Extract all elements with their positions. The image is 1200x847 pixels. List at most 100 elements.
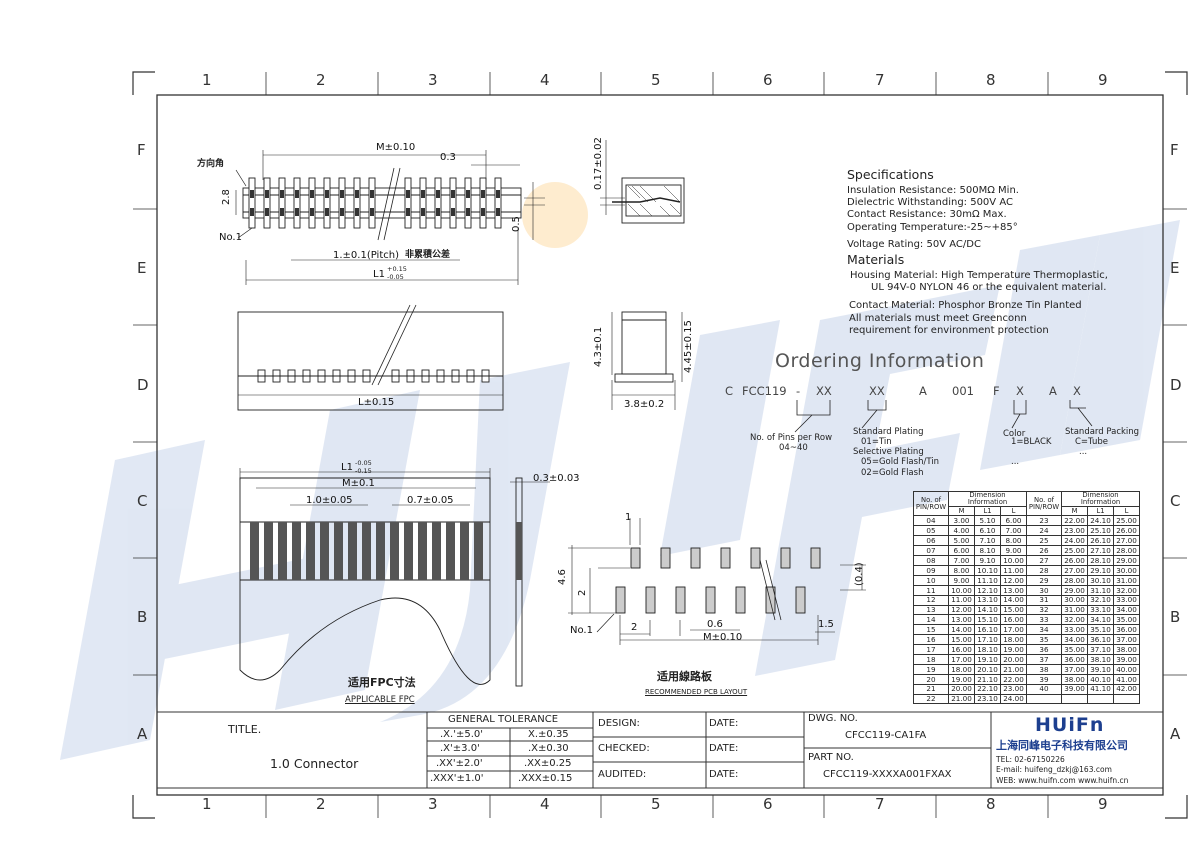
code-packing: X [1073,384,1081,398]
table-cell: 13.10 [974,594,1001,606]
table-cell: 27 [1026,555,1062,566]
zone-row-f: F [137,141,146,159]
table-cell: 39 [1026,673,1062,685]
dwg-no-label: DWG. NO. [808,713,858,724]
table-cell: 33.00 [1061,624,1088,636]
ordering-brackets [794,400,1093,433]
table-cell: 04 [913,515,949,527]
checked-label: CHECKED: [598,743,650,754]
zone-col-9-bottom: 9 [1098,795,1108,813]
order-packing-3: ... [1079,447,1088,457]
zone-col-2: 2 [316,71,326,89]
zone-row-e-right: E [1170,259,1180,277]
zone-row-d-right: D [1170,376,1182,394]
code-001: 001 [952,384,974,398]
table-cell: 9.00 [948,574,975,586]
table-cell: 26 [1026,545,1062,557]
table-cell: 37.00 [1113,634,1140,646]
pcb-dim-4-6: 4.6 [557,569,568,585]
zone-row-b: B [137,608,148,626]
materials-housing-2: UL 94V-0 NYLON 46 or the equivalent mate… [871,282,1107,293]
table-cell: 16 [913,634,949,646]
table-cell: 3.00 [948,515,975,527]
table-cell: 38 [1026,663,1062,675]
pcb-dim-2b: 2 [631,622,638,633]
table-cell: 14.00 [1000,594,1027,606]
code-f: F [993,384,1000,398]
table-cell: 22.10 [974,683,1001,695]
table-cell: 21 [913,683,949,695]
ordering-heading: Ordering Information [775,350,985,372]
table-cell: 19.00 [1000,644,1027,655]
table-cell: 5.00 [948,535,975,547]
fpc-dim-l1-bot: -0.15 [355,467,372,475]
table-cell: 05 [913,525,949,537]
order-pins-label: No. of Pins per Row [750,433,833,443]
materials-housing-1: Housing Material: High Temperature Therm… [850,270,1108,281]
table-cell: 18.00 [1000,634,1027,646]
table-cell: 22.00 [1061,515,1088,527]
table-cell: 4.00 [948,525,975,537]
table-cell: 11.00 [1000,564,1027,576]
table-cell: 40.10 [1087,673,1114,685]
table-cell: 14.10 [974,604,1001,616]
fpc-dim-1-0: 1.0±0.05 [306,495,353,506]
zone-col-8: 8 [986,71,996,89]
table-cell: 23 [1026,515,1062,527]
table-cell: 6.00 [1000,515,1027,527]
table-cell: 15.00 [948,634,975,646]
part-no-label: PART NO. [808,752,854,763]
tolerance-2a: .X'±3.0' [440,743,480,754]
table-cell: 32 [1026,604,1062,616]
table-cell: 38.10 [1087,653,1114,665]
materials-contact: Contact Material: Phosphor Bronze Tin Pl… [849,300,1082,311]
pcb-subtitle: RECOMMENDED PCB LAYOUT [645,688,748,696]
table-cell: 34.10 [1087,614,1114,626]
table-cell: 30.10 [1087,574,1114,586]
table-cell: 40 [1026,683,1062,695]
zone-row-d: D [137,376,149,394]
code-plating: XX [869,384,885,398]
table-cell: 7.00 [1000,525,1027,537]
table-cell: 10.00 [948,584,975,596]
table-cell: 8.00 [1000,535,1027,547]
zone-col-4-bottom: 4 [540,795,550,813]
title-block-grid [157,711,1163,789]
table-cell: 16.10 [974,624,1001,636]
dwg-no-value: CFCC119-CA1FA [845,730,927,741]
table-cell: 20.00 [948,683,975,695]
table-cell: 13 [913,604,949,616]
zone-col-4: 4 [540,71,550,89]
zone-row-b-right: B [1170,608,1181,626]
table-cell: 39.10 [1087,663,1114,675]
table-cell: 39.00 [1061,683,1088,695]
zone-col-3: 3 [428,71,438,89]
table-cell: 37.10 [1087,644,1114,655]
dim-3-8: 3.8±0.2 [624,399,665,410]
table-cell: 15.10 [974,614,1001,626]
table-cell: 20.00 [1000,653,1027,665]
tolerance-4b: .XXX±0.15 [518,773,573,784]
tolerance-heading: GENERAL TOLERANCE [448,714,559,725]
table-cell: 16.00 [948,644,975,655]
table-cell: 38.00 [1113,644,1140,655]
table-cell: 29 [1026,574,1062,586]
table-cell: 24.00 [1000,693,1027,705]
table-cell: 28 [1026,564,1062,576]
fpc-subtitle: APPLICABLE FPC [345,695,415,705]
fpc-dim-m: M±0.1 [342,478,375,489]
table-cell: 37 [1026,653,1062,665]
table-cell: 18 [913,653,949,665]
